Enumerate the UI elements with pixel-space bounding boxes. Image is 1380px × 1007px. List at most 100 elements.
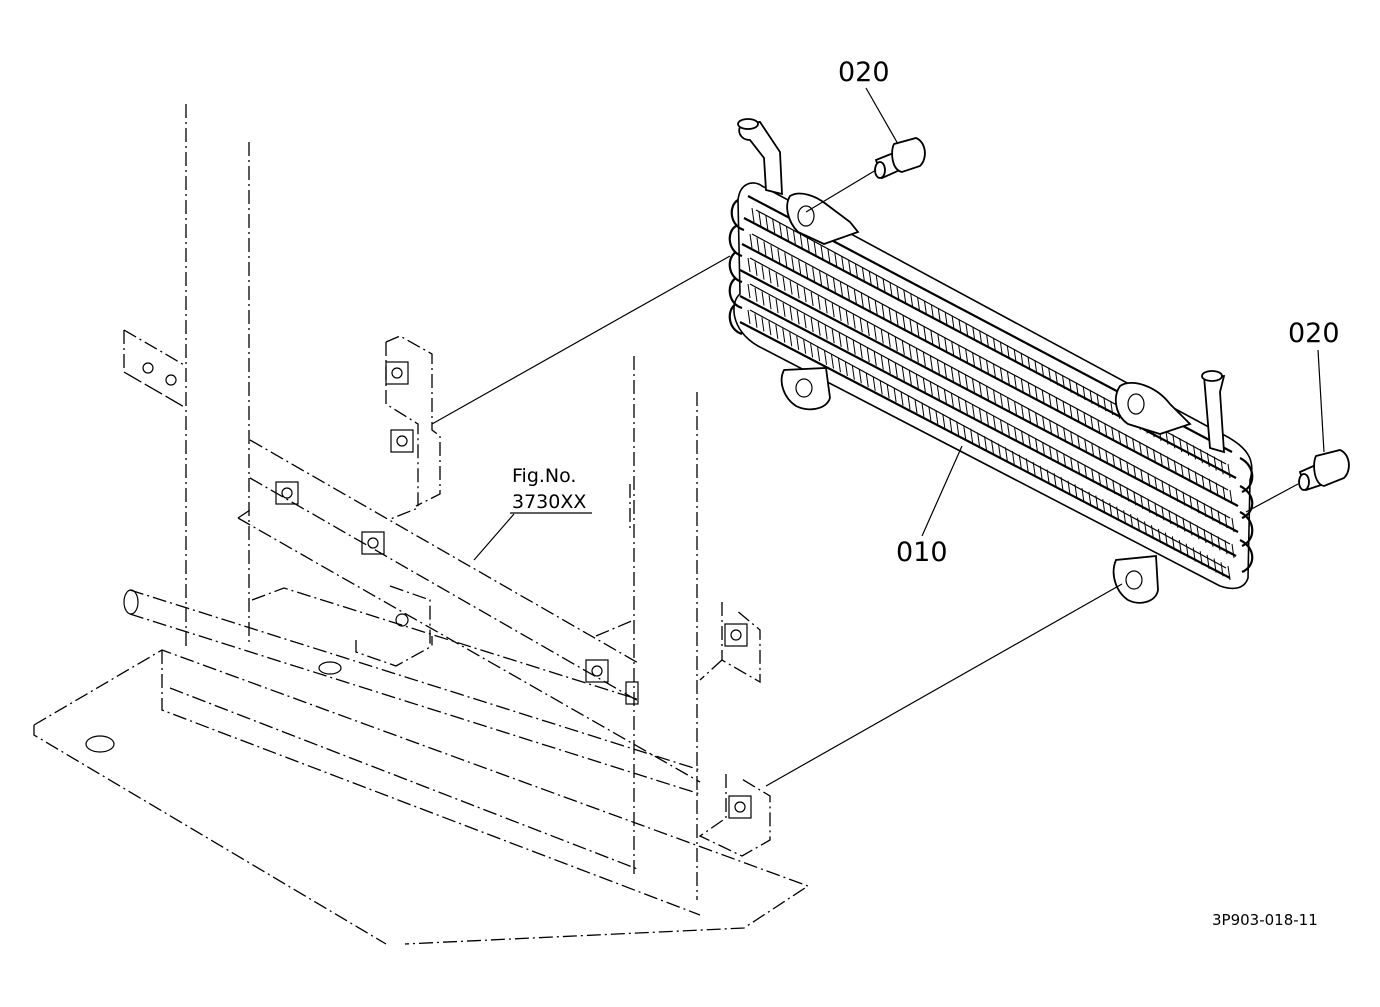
fin-line (964, 374, 968, 389)
fin-line (845, 336, 849, 351)
fin-line (796, 335, 800, 351)
fin-line (943, 389, 947, 404)
fin-line (882, 278, 886, 293)
fin-line (1154, 476, 1158, 491)
fin-line (1161, 506, 1165, 521)
fin-line (1123, 510, 1127, 525)
fin-line (943, 363, 947, 378)
fin-line (1075, 382, 1079, 397)
fin-line (937, 308, 941, 323)
fin-line (1227, 463, 1231, 479)
fin-line (1006, 371, 1010, 386)
fin-line (1070, 431, 1074, 446)
fin-line (782, 276, 786, 291)
fin-line (874, 300, 878, 315)
fin-line (1147, 472, 1151, 487)
fin-line (1091, 442, 1095, 457)
fin-line (1000, 393, 1004, 408)
fin-line (1082, 386, 1086, 401)
fin-line (838, 332, 842, 348)
fin-line (810, 291, 814, 306)
fin-line (950, 367, 954, 382)
fin-line (848, 259, 852, 275)
fin-line (1150, 525, 1154, 540)
fin-line (1020, 352, 1024, 367)
fin-line (1103, 397, 1107, 412)
fin-line (1217, 510, 1221, 525)
fin-line (957, 370, 961, 386)
fin-line (957, 396, 961, 412)
leader-lines (431, 87, 1325, 787)
fin-line (844, 361, 848, 377)
fin-line (923, 300, 927, 315)
fin-line (1032, 462, 1036, 477)
fin-line (901, 366, 905, 381)
fin-line (936, 359, 940, 374)
fin-line (1110, 400, 1114, 415)
fin-line (908, 370, 912, 385)
fin-line (859, 318, 863, 333)
fin-line (1055, 397, 1059, 412)
fin-line (1118, 430, 1122, 445)
fin-line (819, 271, 823, 286)
fin-line (803, 314, 807, 329)
fin-line (1095, 495, 1099, 510)
fin-line (1088, 491, 1092, 506)
fin-line (930, 330, 934, 345)
fin-line (886, 384, 890, 399)
fin-line (914, 398, 918, 414)
fin-line (1133, 491, 1137, 506)
fin-line (922, 378, 926, 393)
fin-line (997, 443, 1001, 458)
fin-line (1213, 456, 1217, 471)
fin-line (845, 310, 849, 325)
fin-line (1208, 478, 1212, 493)
fin-line (1168, 510, 1172, 525)
fin-line (810, 317, 814, 332)
fin-line (907, 395, 911, 410)
fin-line (935, 410, 939, 425)
fin-line (1007, 423, 1011, 438)
fin-line (1004, 447, 1008, 462)
fin-line (1025, 458, 1029, 473)
fin-line (963, 424, 967, 440)
fin-line (1229, 489, 1233, 505)
fin-line (824, 325, 828, 340)
fin-line (1194, 471, 1198, 486)
fin-line (1185, 543, 1189, 558)
fin-line (881, 304, 885, 319)
cooler-fins (747, 207, 1235, 581)
fin-line (880, 329, 884, 344)
callout-010: 010 (896, 537, 948, 568)
fin-line (971, 378, 975, 393)
fin-line (1084, 464, 1088, 479)
fin-line (777, 248, 781, 263)
fin-line (775, 299, 779, 314)
fin-line (1231, 517, 1235, 533)
fin-line (824, 299, 828, 314)
fin-line (1203, 502, 1207, 517)
fin-line (958, 319, 962, 334)
fin-line (1096, 393, 1100, 408)
fin-line (1109, 502, 1113, 517)
fin-line (915, 374, 919, 389)
fin-line (1224, 514, 1228, 529)
fin-line (928, 406, 932, 421)
fin-line (1189, 521, 1193, 536)
fin-line (1027, 356, 1031, 371)
fin-line (986, 334, 990, 349)
fin-line (888, 308, 892, 323)
fin-line (1091, 468, 1095, 483)
fin-line (879, 380, 883, 395)
fin-line (1034, 386, 1038, 401)
fin-line (803, 339, 807, 354)
fin-line (979, 356, 983, 371)
fin-line (1125, 434, 1129, 449)
fin-line (747, 257, 751, 273)
fin-line (1203, 528, 1207, 543)
fin-line (791, 256, 795, 271)
fin-line (993, 389, 997, 404)
fin-line (1152, 449, 1156, 464)
fin-line (923, 326, 927, 341)
